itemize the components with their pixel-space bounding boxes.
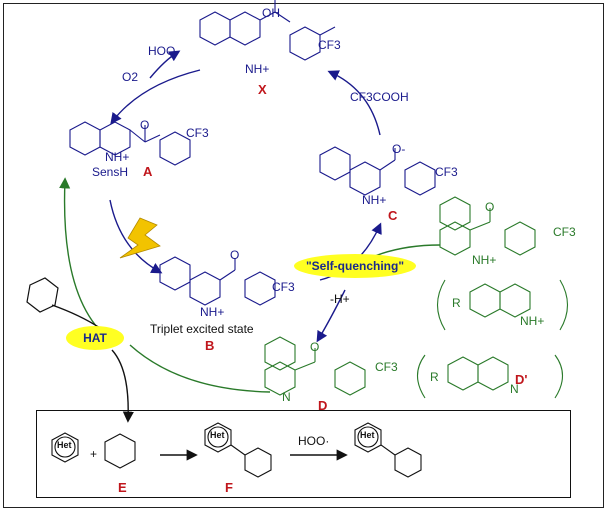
arrow-x-to-a [110, 69, 201, 125]
label-hat: HAT [83, 331, 107, 345]
molecule-green-bracket [436, 279, 569, 331]
label-r-d-prime: R [430, 370, 439, 384]
arrow-cyclohexane-hat [51, 304, 101, 329]
black-arrows [51, 304, 348, 461]
label-cf3-c: CF3 [435, 165, 458, 179]
label-d: D [318, 398, 328, 413]
self-quenching-highlight: "Self-quenching" [294, 254, 416, 278]
het-ring-product [354, 422, 422, 478]
hat-highlight: HAT [66, 326, 124, 350]
arrow-hat-to-a [59, 177, 111, 341]
molecule-d-prime [416, 354, 564, 399]
label-minus-h: -H+ [330, 292, 350, 306]
label-n-d-prime: N [510, 382, 519, 396]
label-n-d: N [282, 390, 291, 404]
molecule-green-top [439, 196, 536, 256]
label-sens: SensH [92, 165, 129, 179]
arrow-a-to-b [109, 199, 163, 274]
label-het-product: Het [360, 430, 375, 440]
het-ring-f [204, 422, 272, 478]
arrow-c-to-x [327, 70, 381, 136]
label-o-green: O [485, 200, 495, 214]
cyclohexyl-radical [104, 433, 136, 469]
label-e: E [118, 480, 127, 495]
label-nh-green: NH+ [472, 253, 497, 267]
cycle-arrows [109, 50, 382, 343]
molecule-x [199, 0, 336, 61]
label-cf3-a: CF3 [186, 126, 209, 140]
label-f: F [225, 480, 233, 495]
label-self-quenching: "Self-quenching" [305, 259, 405, 273]
het-ring-e [51, 432, 79, 463]
label-cf3-x: CF3 [318, 38, 341, 52]
label-nh-c: NH+ [362, 193, 387, 207]
label-nh-bracket: NH+ [520, 314, 545, 328]
label-r-bracket: R [452, 296, 461, 310]
label-d-prime: D' [515, 372, 528, 387]
lightning-icon [119, 217, 161, 259]
arrow-o2-hoo [149, 50, 181, 79]
molecule-a [69, 121, 191, 166]
label-nh-a: NH+ [105, 150, 130, 164]
label-plus: + [90, 447, 98, 461]
label-cf3-d: CF3 [375, 360, 398, 374]
label-a: A [143, 164, 153, 179]
molecule-c [319, 146, 436, 196]
label-triplet: Triplet excited state [150, 322, 254, 336]
label-het-f: Het [210, 430, 225, 440]
label-o-b: O [230, 248, 240, 262]
molecule-d [264, 336, 366, 396]
label-o-minus: O- [392, 142, 406, 156]
label-cf3-green: CF3 [553, 225, 576, 239]
label-hoo-bottom: HOO· [298, 434, 330, 448]
outer-frame [3, 3, 604, 508]
label-cf3cooh: CF3COOH [350, 90, 409, 104]
cyclohexane-left [26, 277, 59, 313]
label-o-d: O [310, 340, 320, 354]
molecule-b [159, 256, 276, 306]
bottom-box [36, 410, 571, 498]
label-hoo-top: HOO· [148, 44, 180, 58]
label-het-e: Het [57, 440, 72, 450]
arrow-hat-to-box [111, 349, 134, 423]
arrow-d-to-hat [129, 344, 271, 393]
label-o2: O2 [122, 70, 139, 84]
label-c: C [388, 208, 398, 223]
label-cf3-b: CF3 [272, 280, 295, 294]
label-b: B [205, 338, 215, 353]
label-oh: OH [262, 6, 280, 20]
label-o-a: O [140, 118, 150, 132]
arrow-b-to-d [316, 289, 346, 343]
label-nh-b: NH+ [200, 305, 225, 319]
label-nh-x: NH+ [245, 62, 270, 76]
label-x: X [258, 82, 267, 97]
